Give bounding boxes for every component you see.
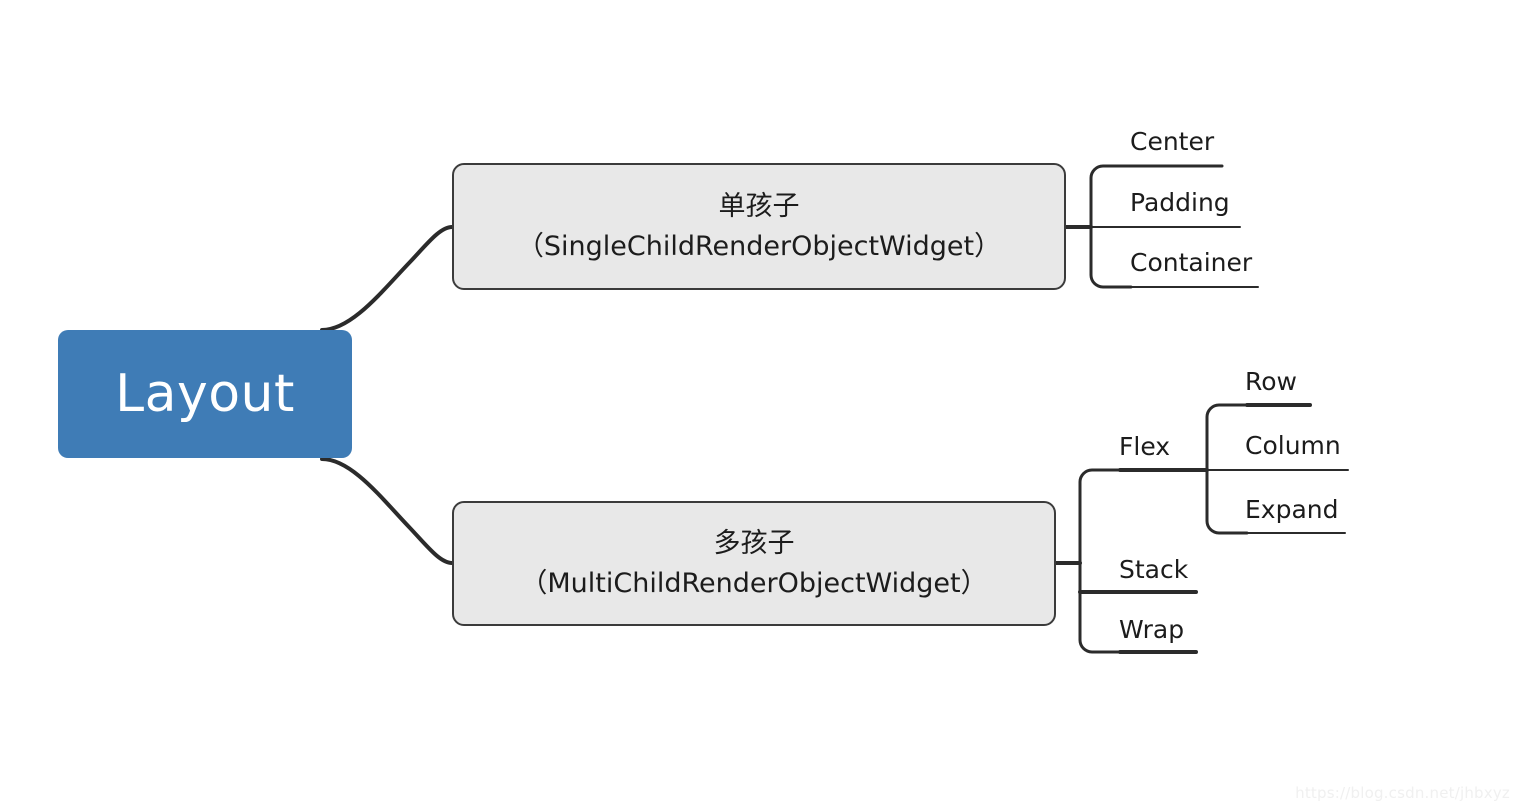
node-single-child-text: 单孩子 （SingleChildRenderObjectWidget） — [503, 187, 1015, 267]
leaf-label-container[interactable]: Container — [1130, 248, 1253, 277]
node-multi-child-line1: 多孩子 — [713, 527, 795, 559]
spine-single — [1089, 164, 1133, 289]
leaf-label-stack[interactable]: Stack — [1119, 555, 1189, 584]
leaf-label-center[interactable]: Center — [1130, 127, 1215, 156]
node-single-child-line2: （SingleChildRenderObjectWidget） — [516, 230, 1002, 262]
leaf-label-wrap[interactable]: Wrap — [1119, 615, 1185, 644]
leaf-label-flex[interactable]: Flex — [1119, 432, 1171, 461]
node-multi-child-widget[interactable]: 多孩子 （MultiChildRenderObjectWidget） — [452, 501, 1056, 626]
edge-root-to-multi — [320, 457, 454, 565]
node-single-child-widget[interactable]: 单孩子 （SingleChildRenderObjectWidget） — [452, 163, 1066, 290]
root-node-label: Layout — [115, 364, 295, 424]
leaf-label-expand[interactable]: Expand — [1245, 495, 1339, 524]
spine-flex — [1205, 403, 1249, 535]
leaf-label-row[interactable]: Row — [1245, 367, 1297, 396]
watermark-text: https://blog.csdn.net/jhbxyz — [1295, 784, 1510, 802]
node-multi-child-text: 多孩子 （MultiChildRenderObjectWidget） — [506, 524, 1001, 604]
spine-multi — [1078, 468, 1122, 654]
root-node-layout[interactable]: Layout — [58, 330, 352, 458]
leaf-label-column[interactable]: Column — [1245, 431, 1341, 460]
edge-root-to-single — [320, 225, 454, 332]
leaf-label-padding[interactable]: Padding — [1130, 188, 1230, 217]
node-single-child-line1: 单孩子 — [718, 190, 800, 222]
node-multi-child-line2: （MultiChildRenderObjectWidget） — [520, 567, 988, 599]
